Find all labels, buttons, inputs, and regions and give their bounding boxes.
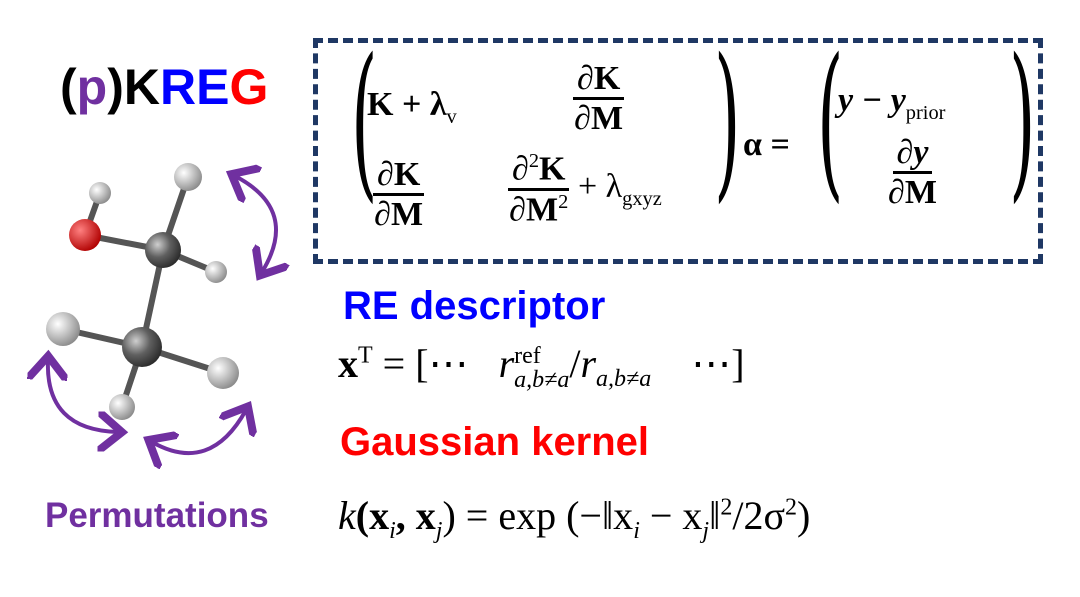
ref-superscript: ref — [514, 342, 541, 369]
ab-subscript: a,b≠a — [596, 366, 652, 392]
matrix-a21: ∂K∂M — [373, 156, 425, 234]
title-paren-close: ) — [107, 59, 124, 115]
m-symbol: M — [390, 196, 424, 234]
k-function: k — [338, 493, 356, 538]
partial: ∂ — [574, 100, 591, 138]
partial: ∂ — [374, 196, 391, 234]
bonds — [60, 174, 226, 410]
right-paren: ) — [1009, 23, 1036, 219]
superscript: 2 — [528, 150, 540, 172]
minus-xj: − x — [639, 493, 703, 538]
krr-equation: ( K + λv ∂K∂M ∂K∂M ∂2K∂M2 + λgxyz ) α = … — [313, 24, 1043, 264]
norm-close: ‖ — [709, 493, 721, 538]
square-superscript: 2 — [785, 494, 798, 521]
permutations-label: Permutations — [45, 496, 269, 535]
hydrogen-atom — [46, 312, 80, 346]
x-symbol: x — [338, 341, 358, 386]
xi-open: (x — [355, 493, 390, 538]
pkreg-title: (p)KREG — [60, 58, 268, 116]
i-subscript: i — [633, 518, 640, 544]
partial: ∂ — [377, 156, 394, 193]
partial: ∂ — [509, 191, 526, 229]
lambda-gxyz-subscript: gxyz — [622, 187, 662, 210]
ab-subscript: a,b≠a — [514, 366, 570, 393]
k-symbol: K — [539, 150, 566, 188]
slash: / — [569, 341, 581, 386]
carbon-atom — [122, 327, 162, 367]
close-paren: ) — [797, 493, 811, 538]
hydrogen-atom — [207, 357, 239, 389]
krr-equation-box — [313, 38, 1043, 264]
left-paren: ( — [351, 23, 378, 219]
oxygen-atom — [69, 219, 101, 251]
hydrogen-atom — [109, 394, 135, 420]
xj: , x — [395, 493, 436, 538]
title-g: G — [229, 59, 269, 115]
right-paren: ) — [714, 23, 741, 219]
y-minus-yprior: y − y — [838, 82, 906, 119]
left-paren: ( — [817, 23, 844, 219]
m-symbol: M — [525, 191, 559, 229]
partial: ∂ — [577, 60, 594, 97]
title-k: K — [123, 59, 160, 115]
alpha-equals: α = — [743, 126, 790, 163]
m-symbol: M — [904, 174, 937, 212]
matrix-a22: ∂2K∂M2 + λgxyz — [508, 150, 662, 228]
hydrogen-atom — [89, 182, 111, 204]
permutation-arrow-icon — [152, 410, 246, 453]
plus-lambda: + λ — [577, 168, 623, 206]
title-re: RE — [159, 59, 230, 115]
partial: ∂ — [512, 150, 529, 188]
i-subscript: i — [389, 518, 396, 544]
matrix-a11: K + λ — [367, 86, 447, 123]
matrix-a12: ∂K∂M — [573, 60, 625, 138]
k-symbol: K — [393, 156, 421, 193]
title-paren-open: ( — [60, 59, 77, 115]
equals-exp: ) = exp (−‖x — [442, 493, 634, 538]
hydrogen-atom — [205, 261, 227, 283]
j-subscript: j — [435, 518, 443, 544]
superscript: 2 — [558, 190, 569, 213]
square-superscript: 2 — [720, 494, 733, 521]
gaussian-kernel-formula: k(xi, xj) = exp (−‖xi − xj‖2/2σ2) — [338, 492, 810, 545]
lambda-v-subscript: v — [446, 105, 457, 128]
partial: ∂ — [888, 174, 905, 212]
y-symbol: y — [913, 134, 929, 171]
r-symbol: r — [580, 341, 597, 386]
m-symbol: M — [590, 100, 624, 138]
r-symbol: r — [498, 341, 515, 386]
j-subscript: j — [702, 518, 710, 544]
gaussian-kernel-heading: Gaussian kernel — [340, 420, 650, 464]
ethanol-molecule-illustration — [0, 163, 320, 480]
permutation-arrow-icon — [235, 176, 276, 272]
re-descriptor-heading: RE descriptor — [343, 284, 606, 328]
prior-subscript: prior — [905, 101, 946, 124]
equals-bracket: = [⋯ — [382, 341, 469, 386]
k-symbol: K — [593, 60, 621, 97]
partial: ∂ — [896, 134, 914, 171]
permutation-arrow-icon — [48, 360, 118, 432]
ellipsis-bracket: ⋯] — [691, 341, 745, 386]
hydrogen-atom — [174, 163, 202, 191]
title-p: p — [76, 59, 108, 115]
dy-dm: ∂y∂M — [888, 134, 937, 212]
transpose-superscript: T — [358, 342, 373, 369]
carbon-atom — [145, 232, 181, 268]
two-sigma: /2σ — [732, 493, 786, 538]
